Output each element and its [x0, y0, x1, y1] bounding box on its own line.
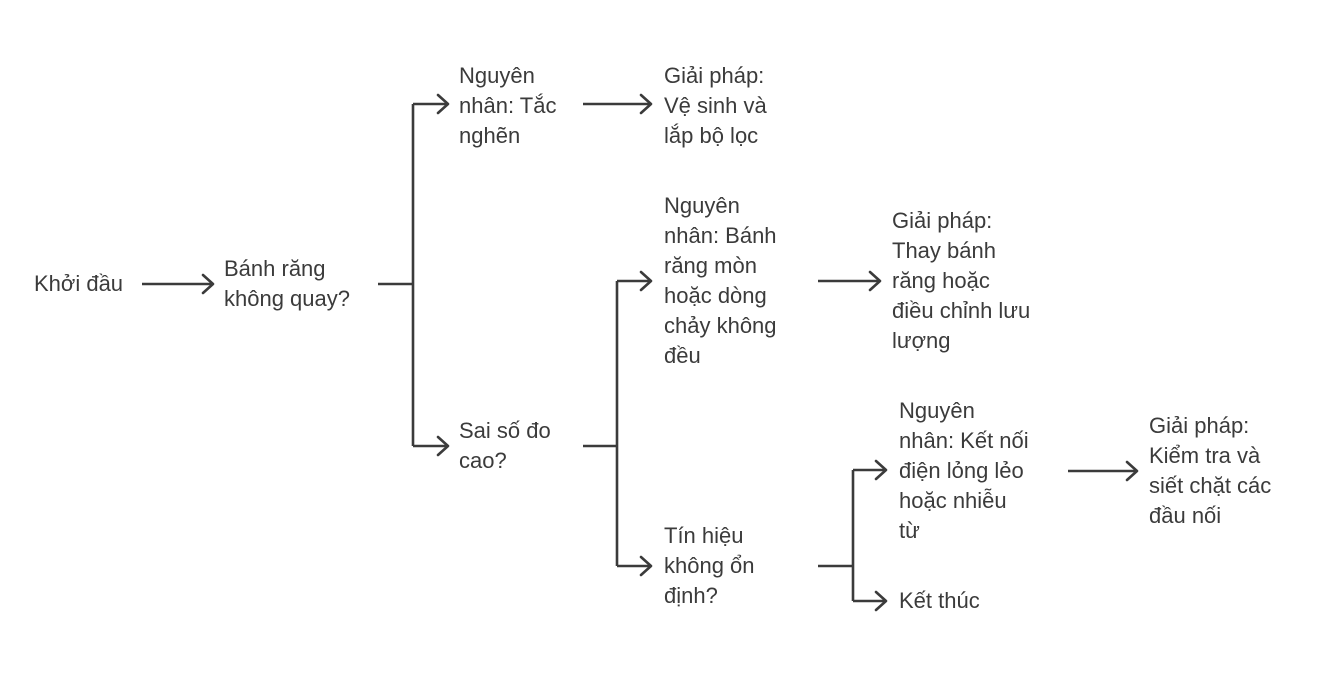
node-line: siết chặt các: [1149, 473, 1272, 498]
node-line: đều: [664, 343, 701, 368]
node-line: điều chỉnh lưu: [892, 298, 1031, 323]
node-line: Thay bánh: [892, 238, 996, 263]
node-line: Sai số đo: [459, 418, 551, 443]
node-line: từ: [899, 518, 920, 543]
node-cause-connection: Nguyên nhân: Kết nối điện lỏng lẻo hoặc …: [899, 396, 1029, 546]
node-line: Nguyên: [664, 193, 740, 218]
connector-conn-to-check: [1068, 460, 1139, 482]
node-line: không quay?: [224, 286, 350, 311]
node-end: Kết thúc: [899, 586, 980, 616]
node-line: Vệ sinh và: [664, 93, 767, 118]
node-line: Tín hiệu: [664, 523, 744, 548]
node-line: Kết thúc: [899, 588, 980, 613]
node-unstable-signal: Tín hiệu không ổn định?: [664, 521, 755, 611]
node-line: lắp bộ lọc: [664, 123, 759, 148]
node-solution-filter: Giải pháp: Vệ sinh và lắp bộ lọc: [664, 61, 767, 151]
node-line: răng mòn: [664, 253, 757, 278]
node-line: Bánh răng: [224, 256, 326, 281]
node-gear-not-turning: Bánh răng không quay?: [224, 254, 350, 314]
node-line: Giải pháp:: [892, 208, 993, 233]
node-line: hoặc dòng: [664, 283, 767, 308]
node-high-error: Sai số đo cao?: [459, 416, 551, 476]
node-line: nghẽn: [459, 123, 521, 148]
node-line: nhân: Kết nối: [899, 428, 1029, 453]
node-solution-check: Giải pháp: Kiểm tra và siết chặt các đầu…: [1149, 411, 1271, 531]
connector-wear-to-replace: [818, 270, 882, 292]
node-cause-wear: Nguyên nhân: Bánh răng mòn hoặc dòng chả…: [664, 191, 777, 371]
node-line: đầu nối: [1149, 503, 1222, 528]
node-line: Nguyên: [459, 63, 535, 88]
node-start: Khởi đầu: [34, 269, 123, 299]
node-line: Khởi đầu: [34, 271, 124, 296]
connector-signal-branch: [818, 459, 888, 612]
node-line: điện lỏng lẻo: [899, 458, 1024, 483]
node-line: nhân: Tắc: [459, 93, 557, 118]
connector-gear-branch: [378, 93, 450, 457]
node-line: Nguyên: [899, 398, 975, 423]
node-line: hoặc nhiễu: [899, 488, 1007, 513]
connector-error-branch: [583, 270, 653, 577]
node-line: lượng: [892, 328, 951, 353]
node-line: Kiểm tra và: [1149, 443, 1261, 468]
node-line: cao?: [459, 448, 507, 473]
connector-start-to-gear: [142, 273, 215, 295]
node-line: răng hoặc: [892, 268, 990, 293]
node-line: Giải pháp:: [1149, 413, 1250, 438]
node-cause-blockage: Nguyên nhân: Tắc nghẽn: [459, 61, 556, 151]
node-line: Giải pháp:: [664, 63, 765, 88]
node-line: định?: [664, 583, 718, 608]
connector-block-to-filter: [583, 93, 653, 115]
node-line: nhân: Bánh: [664, 223, 777, 248]
node-line: không ổn: [664, 553, 755, 578]
node-solution-replace: Giải pháp: Thay bánh răng hoặc điều chỉn…: [892, 206, 1030, 356]
node-line: chảy không: [664, 313, 777, 338]
